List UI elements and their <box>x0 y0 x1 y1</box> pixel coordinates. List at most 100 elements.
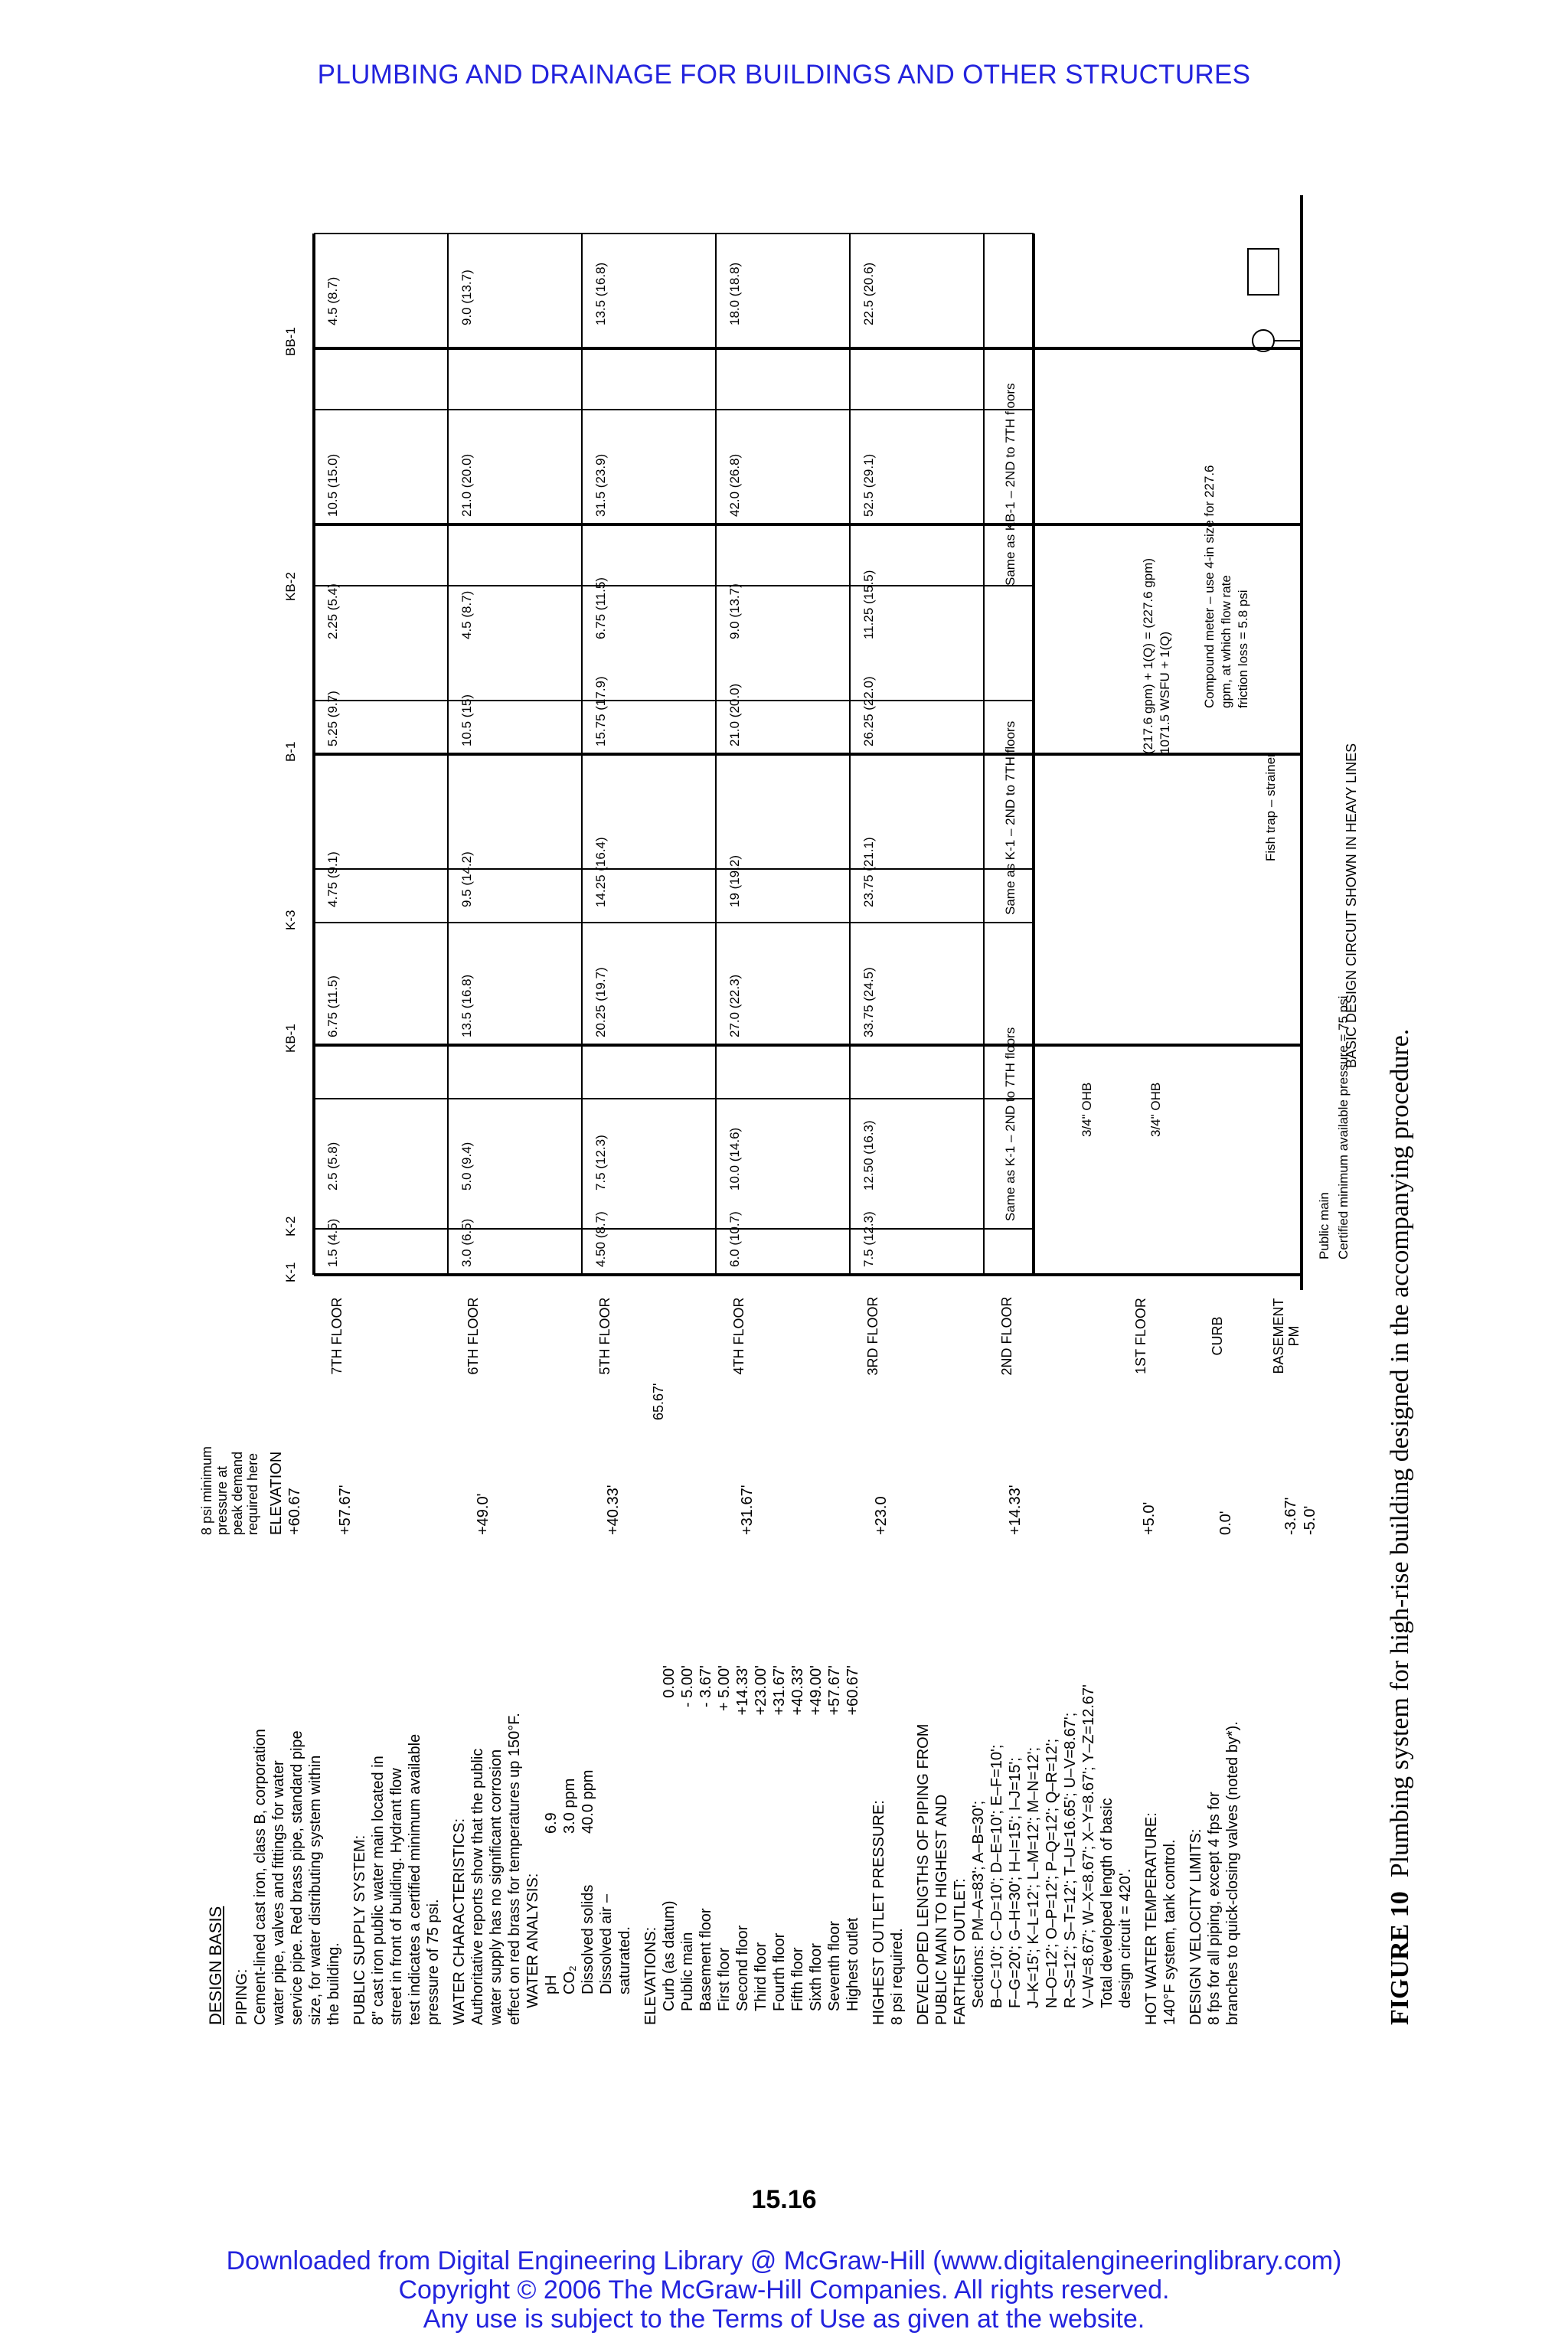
floor-label: 3RD FLOOR <box>865 1296 880 1376</box>
pressure-note-line: peak demand <box>230 1451 245 1535</box>
riser-schematic <box>312 195 1303 1290</box>
flow-label: 12.50 (16.3) <box>861 1120 876 1191</box>
meter-note: Fish trap – strainer <box>1263 753 1278 861</box>
flow-label: 9.0 (13.7) <box>727 583 742 639</box>
piping-line: Cement-lined cast iron, class B, corpora… <box>252 1729 269 2025</box>
compound-meter-icon <box>1247 248 1279 296</box>
elevation-row: First floor+ 5.00' <box>715 1665 733 2025</box>
public-main-label: Public main <box>1317 1192 1331 1259</box>
meter-note: 1071.5 WSFU + 1(Q) <box>1158 631 1172 754</box>
highest-outlet-heading: HIGHEST OUTLET PRESSURE: <box>871 1800 887 2025</box>
rotated-figure: DESIGN BASIS PIPING: Cement-lined cast i… <box>161 172 1447 2025</box>
meter-note: gpm, at which flow rate <box>1219 575 1233 708</box>
elevation-value: +49.0' <box>475 1493 492 1535</box>
public-supply-section: PUBLIC SUPPLY SYSTEM: 8" cast iron publi… <box>351 1543 443 2025</box>
analysis-row: pH 6.9 <box>542 1726 560 2025</box>
pressure-note-line: pressure at <box>214 1465 230 1535</box>
elevation-key: Highest outlet <box>844 1917 861 2011</box>
flow-label: 7.5 (12.3) <box>861 1211 876 1267</box>
same-as-note: Same as K-1 – 2ND to 7TH floors <box>1003 720 1018 915</box>
flow-label: 10.0 (14.6) <box>727 1127 742 1191</box>
velocity-section: DESIGN VELOCITY LIMITS: 8 fps for all pi… <box>1187 1543 1242 2025</box>
floor-label: CURB <box>1210 1316 1225 1356</box>
elevation-row: Fifth floor +40.33' <box>789 1665 807 2025</box>
floor-label: 6TH FLOOR <box>466 1297 481 1375</box>
flow-label: 13.5 (16.8) <box>459 974 474 1037</box>
elevation-value: +40.33' <box>789 1665 806 1716</box>
elevation-row: Sixth floor +49.00' <box>807 1665 825 2025</box>
developed-lengths-line: design circuit = 420'. <box>1117 1868 1134 2008</box>
flow-label: 1.5 (4.5) <box>325 1218 340 1267</box>
plumbing-diagram: K-1 K-2 KB-1 K-3 B-1 KB-2 BB-1 Same as K… <box>191 188 1374 1290</box>
flow-label: 4.5 (8.7) <box>459 590 474 639</box>
flow-label: 6.0 (10.7) <box>727 1211 742 1267</box>
elevation-value: +49.00' <box>808 1665 825 1716</box>
flow-label: 52.5 (29.1) <box>861 453 876 517</box>
elevation-key: Third floor <box>753 1942 769 2011</box>
elevation-key: Fifth floor <box>789 1947 806 2011</box>
heavy-lines-note: BASIC DESIGN CIRCUIT SHOWN IN HEAVY LINE… <box>1344 743 1359 1068</box>
floor-label: 2ND FLOOR <box>999 1296 1014 1376</box>
riser-label: K-2 <box>283 1216 298 1236</box>
analysis-key: Dissolved solids <box>580 1884 596 1994</box>
piping-section: PIPING: Cement-lined cast iron, class B,… <box>233 1543 343 2025</box>
footer-line: Copyright © 2006 The McGraw-Hill Compani… <box>398 2275 1170 2305</box>
elevation-value: - 3.67' <box>697 1665 714 1707</box>
design-basis-title: DESIGN BASIS <box>206 1906 225 2025</box>
design-basis-block: DESIGN BASIS PIPING: Cement-lined cast i… <box>206 1543 1242 2025</box>
footer-line: Any use is subject to the Terms of Use a… <box>423 2305 1145 2334</box>
developed-lengths-line: N–O=12'; O–P=12'; P–Q=12'; Q–R=12'; <box>1044 1738 1060 2008</box>
elevation-value: -3.67' <box>1282 1497 1299 1535</box>
elevation-row: Basement floor- 3.67' <box>697 1665 715 2025</box>
developed-lengths-line: V–W=8.67'; W–X=8.67'; X–Y=8.67'; Y–Z=12.… <box>1080 1684 1097 2008</box>
pressure-note-line: required here <box>245 1452 260 1535</box>
flow-label: 3.0 (6.5) <box>459 1218 474 1267</box>
analysis-row: Dissolved air – saturated. <box>597 1726 634 2025</box>
elevation-key: Fourth floor <box>771 1932 788 2011</box>
meter-note: Compound meter – use 4-in size for 227.6 <box>1202 465 1217 708</box>
elevation-value: +31.67' <box>771 1665 788 1716</box>
public-supply-line: street in front of building. Hydrant flo… <box>388 1768 405 2025</box>
hose-bibb-label: 3/4" OHB <box>1148 1082 1163 1137</box>
flow-label: 14.25 (16.4) <box>593 837 608 907</box>
analysis-key: pH <box>543 1975 560 1994</box>
figure-caption-label: FIGURE 10 <box>1386 1891 1414 2025</box>
elevation-value: -5.0' <box>1302 1505 1318 1535</box>
elevation-key: Public main <box>679 1932 696 2011</box>
elevation-row: Fourth floor +31.67' <box>770 1665 789 2025</box>
elevations-section: ELEVATIONS: Curb (as datum)0.00' Public … <box>642 1543 862 2025</box>
elevation-value: - 5.00' <box>679 1665 696 1707</box>
flow-label: 26.25 (22.0) <box>861 676 876 746</box>
analysis-value: 3.0 ppm <box>561 1778 578 1834</box>
elevation-key: Second floor <box>734 1925 751 2011</box>
analysis-key: Dissolved air – saturated. <box>598 1893 633 1994</box>
elevation-key: Sixth floor <box>808 1943 825 2011</box>
water-characteristics-line: Authoritative reports show that the publ… <box>469 1748 486 2025</box>
flow-label: 23.75 (21.1) <box>861 837 876 907</box>
flow-label: 20.25 (19.7) <box>593 967 608 1037</box>
riser-label: K-3 <box>283 910 298 930</box>
analysis-row: CO₂ 3.0 ppm <box>560 1726 579 2025</box>
floor-label: 5TH FLOOR <box>597 1297 612 1375</box>
analysis-value: 6.9 <box>543 1812 560 1834</box>
riser-label: BB-1 <box>283 327 298 356</box>
developed-lengths-line: R–S=12'; S–T=12'; T–U=16.65'; U–V=8.67'; <box>1062 1712 1079 2008</box>
flow-label: 42.0 (26.8) <box>727 453 742 517</box>
water-analysis-heading: WATER ANALYSIS: <box>524 1873 541 2008</box>
elevation-value: +31.67' <box>739 1485 756 1535</box>
analysis-key: CO₂ <box>561 1965 578 1994</box>
developed-lengths-heading: FARTHEST OUTLET: <box>952 1878 969 2025</box>
meter-note: (217.6 gpm) + 1(Q) = (227.6 gpm) <box>1141 557 1155 754</box>
water-characteristics-line: effect on red brass for temperatures up … <box>506 1713 523 2025</box>
elevation-value: +57.67' <box>337 1485 354 1535</box>
public-supply-heading: PUBLIC SUPPLY SYSTEM: <box>351 1834 368 2025</box>
footer-line: Downloaded from Digital Engineering Libr… <box>226 2246 1342 2275</box>
elevation-row: Third floor+23.00' <box>752 1665 770 2025</box>
figure-caption-text: Plumbing system for high-rise building d… <box>1386 1028 1414 1878</box>
developed-lengths-section: DEVELOPED LENGTHS OF PIPING FROM PUBLIC … <box>914 1543 1135 2025</box>
public-supply-line: test indicates a certified minimum avail… <box>407 1733 423 2025</box>
highest-outlet-line: 8 psi required. <box>889 1928 906 2025</box>
developed-lengths-line: F–G=20'; G–H=30'; H–I=15'; I–J=15'; <box>1007 1757 1024 2008</box>
developed-lengths-heading: PUBLIC MAIN TO HIGHEST AND <box>933 1794 950 2025</box>
